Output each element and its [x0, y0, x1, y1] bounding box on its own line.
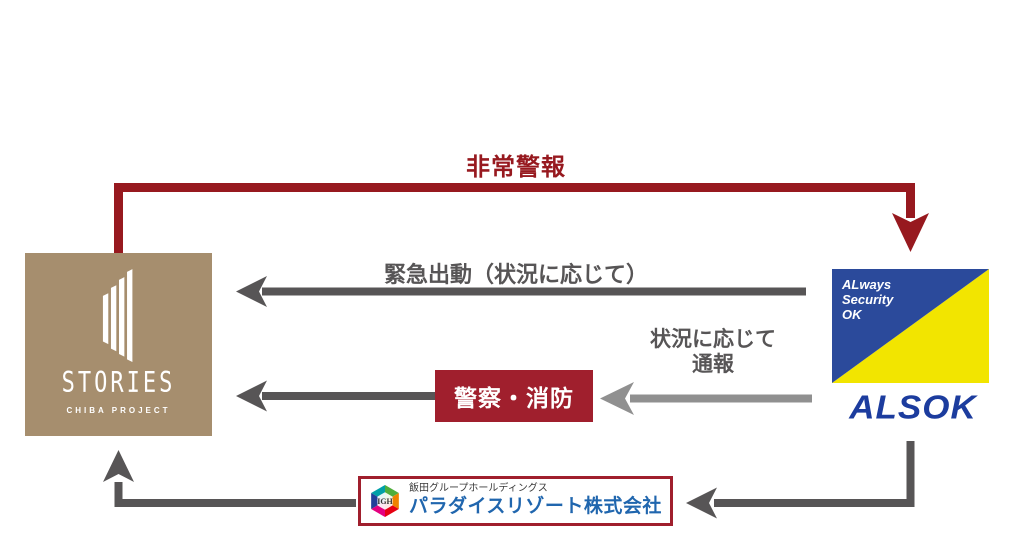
report-label: 状況に応じて 通報 — [613, 327, 813, 377]
police-fire-label: 警察・消防 — [454, 385, 574, 411]
iida-cube-monogram: IGH — [377, 497, 393, 506]
paradise-resort-box: IGH 飯田グループホールディングス パラダイスリゾート株式会社 — [358, 476, 673, 526]
alsok-emblem-text: ALways Security OK — [842, 277, 893, 322]
stories-wordmark: STORIES — [61, 367, 176, 400]
paradise-company-name: パラダイスリゾート株式会社 — [409, 496, 662, 517]
alsok-logo: ALways Security OK ALSOK — [832, 269, 1002, 428]
emergency-dispatch-label: 緊急出動（状況に応じて） — [383, 262, 648, 287]
alsok-emblem-flag-icon — [832, 269, 989, 383]
alsok-emblem-line1: ALways — [842, 277, 892, 292]
report-arrow — [600, 382, 812, 415]
alsok-emblem-line3: OK — [842, 307, 862, 322]
iida-group-cube-icon: IGH — [371, 485, 399, 517]
stories-logo: STORIES CHIBA PROJECT — [25, 253, 212, 436]
emergency-alarm-label: 非常警報 — [466, 154, 566, 181]
alsok-to-paradise-arrow — [686, 441, 915, 519]
emergency-alarm-arrow — [114, 183, 929, 255]
report-label-line2: 通報 — [692, 353, 734, 376]
alsok-emblem-line2: Security — [842, 292, 894, 307]
emergency-dispatch-arrow — [236, 276, 806, 307]
stories-building-icon — [102, 269, 132, 362]
stories-tagline: CHIBA PROJECT — [66, 406, 171, 415]
alsok-emblem: ALways Security OK — [832, 269, 989, 383]
police-to-stories-arrow — [236, 380, 435, 412]
alsok-wordmark: ALSOK — [849, 389, 977, 427]
report-label-line1: 状況に応じて — [650, 328, 776, 351]
paradise-to-stories-arrow — [103, 450, 356, 507]
iida-group-name: 飯田グループホールディングス — [409, 483, 548, 494]
police-fire-box: 警察・消防 — [435, 370, 593, 422]
paradise-resort-texts: 飯田グループホールディングス パラダイスリゾート株式会社 — [409, 483, 662, 519]
